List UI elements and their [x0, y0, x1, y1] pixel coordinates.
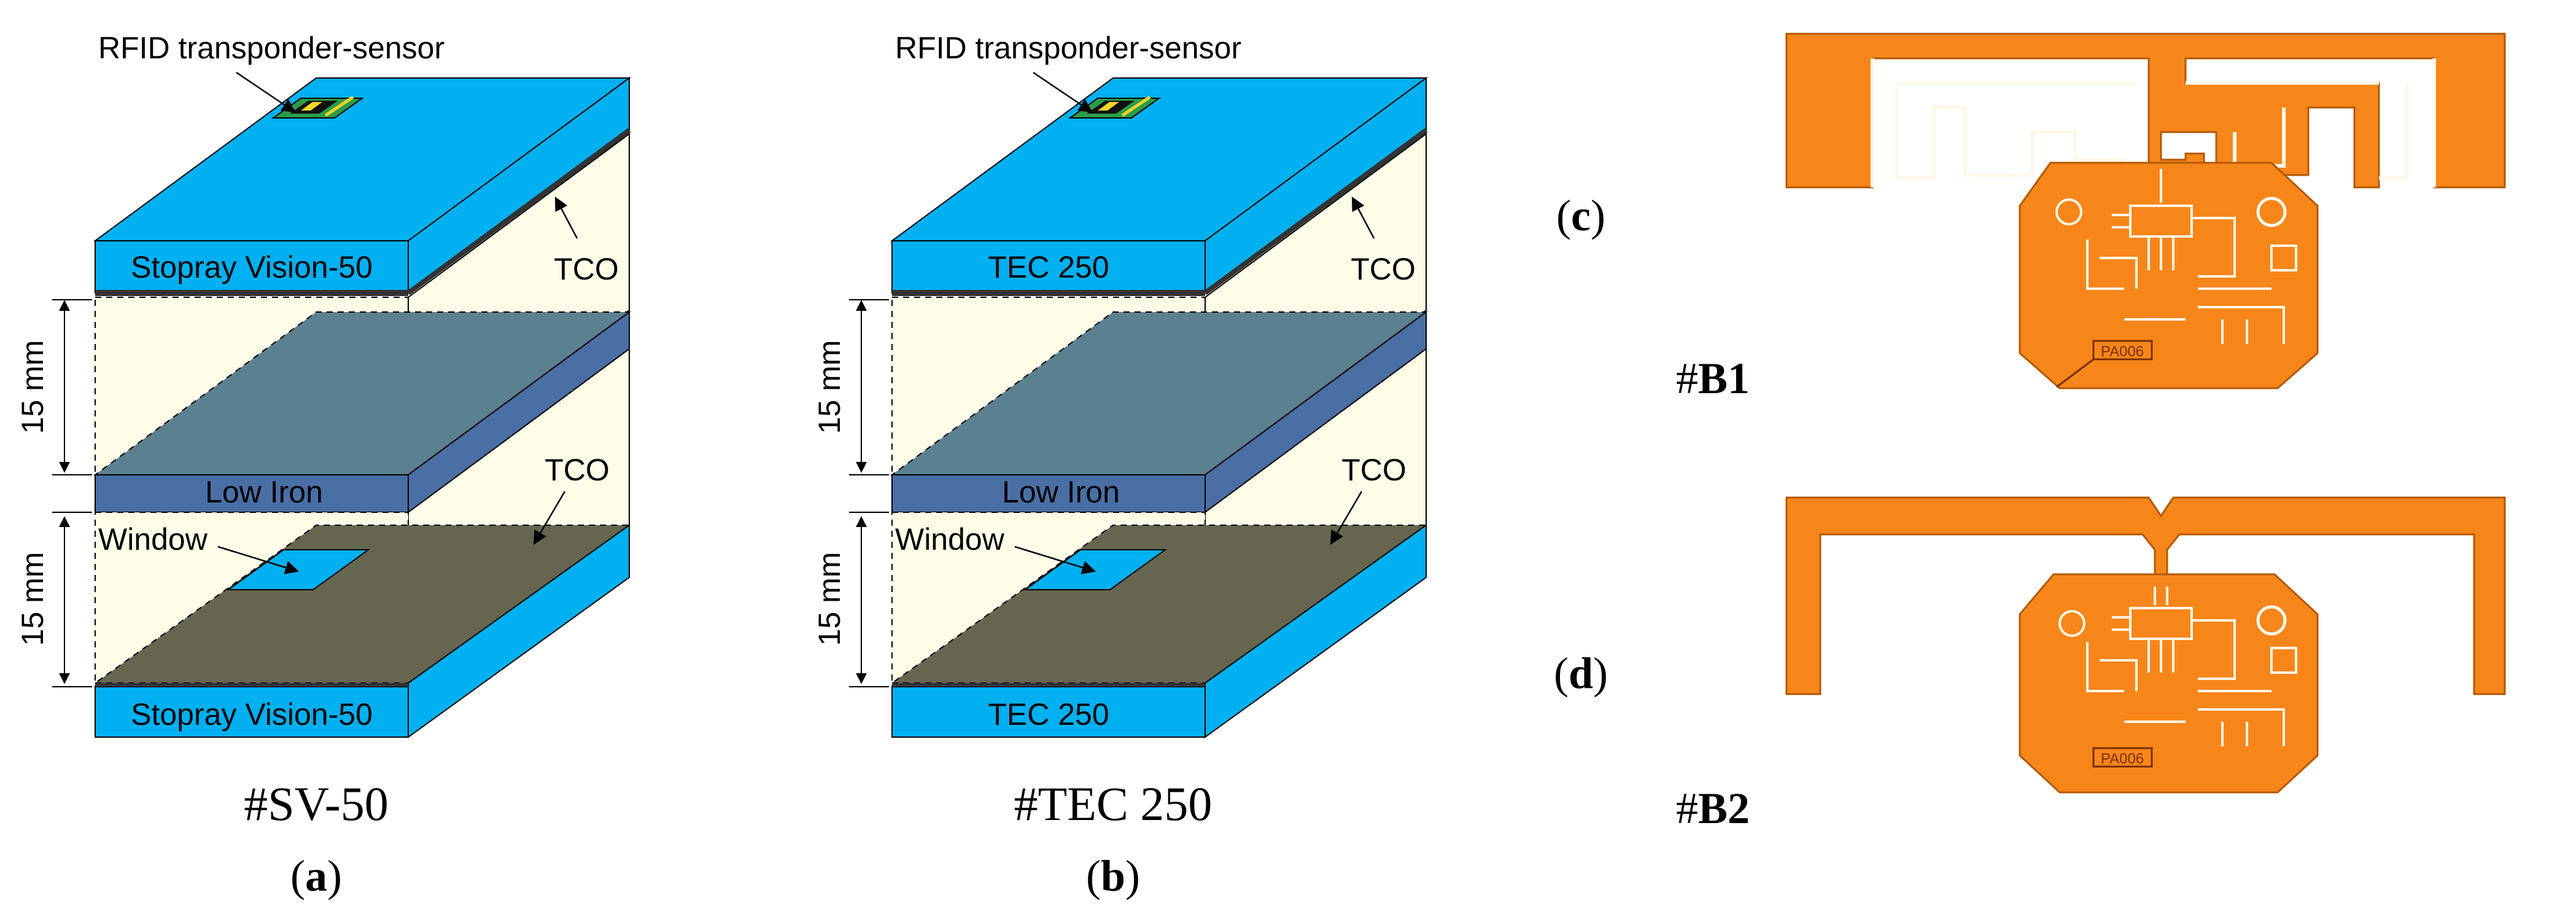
b2-pad-label: PA006	[2101, 751, 2144, 767]
glazing-panel-a: RFID transponder-sensor Stopray Vision-5…	[15, 31, 632, 900]
gap-top-label: 15 mm	[812, 340, 847, 434]
board-b1-name: #B1	[1676, 354, 1750, 403]
bottom-glass-tco-face	[890, 525, 1429, 684]
gap-bottom-label: 15 mm	[15, 552, 50, 646]
rfid-label: RFID transponder-sensor	[98, 31, 444, 65]
b1-antenna-icon	[1785, 33, 2506, 189]
board-c-letter: (c)	[1556, 191, 1605, 240]
glazing-panel-b: RFID transponder-sensor TEC 250 TCO Low …	[812, 31, 1429, 900]
board-b2-name: #B2	[1676, 784, 1750, 833]
panel-a-name: #SV-50	[244, 777, 389, 830]
panel-b-name: #TEC 250	[1014, 777, 1212, 830]
board-d-letter: (d)	[1554, 649, 1608, 698]
gap-top-label: 15 mm	[15, 340, 50, 434]
low-iron-label: Low Iron	[1002, 475, 1120, 509]
bottom-glass-tco-face	[93, 525, 632, 684]
window-label: Window	[895, 522, 1005, 557]
top-glass-label: Stopray Vision-50	[131, 250, 373, 284]
gap-bottom-label: 15 mm	[812, 552, 847, 646]
tco-top-label: TCO	[1351, 252, 1416, 286]
tco-bottom-label: TCO	[1341, 453, 1406, 487]
panel-b-letter-caption: (b)	[1086, 851, 1140, 900]
tco-bottom-label: TCO	[545, 453, 610, 487]
top-glass-label: TEC 250	[988, 250, 1109, 284]
b2-pcb-icon	[2019, 573, 2319, 794]
panel-a-letter-caption: (a)	[290, 851, 342, 900]
rfid-board-b1: PA006 (c) #B1	[1556, 33, 2506, 403]
rfid-board-b2: PA006 (d) #B2	[1554, 496, 2506, 833]
b2-antenna-icon	[1785, 496, 2506, 695]
tco-top-label: TCO	[554, 252, 619, 286]
bottom-glass-label: Stopray Vision-50	[131, 697, 373, 732]
low-iron-label: Low Iron	[205, 475, 323, 509]
rfid-label: RFID transponder-sensor	[895, 31, 1241, 65]
b1-pad-label: PA006	[2101, 343, 2144, 360]
top-glass-tco-side-edge	[406, 128, 631, 295]
bottom-glass-label: TEC 250	[988, 697, 1109, 732]
window-label: Window	[98, 522, 208, 557]
b1-pcb-icon	[2019, 162, 2319, 389]
